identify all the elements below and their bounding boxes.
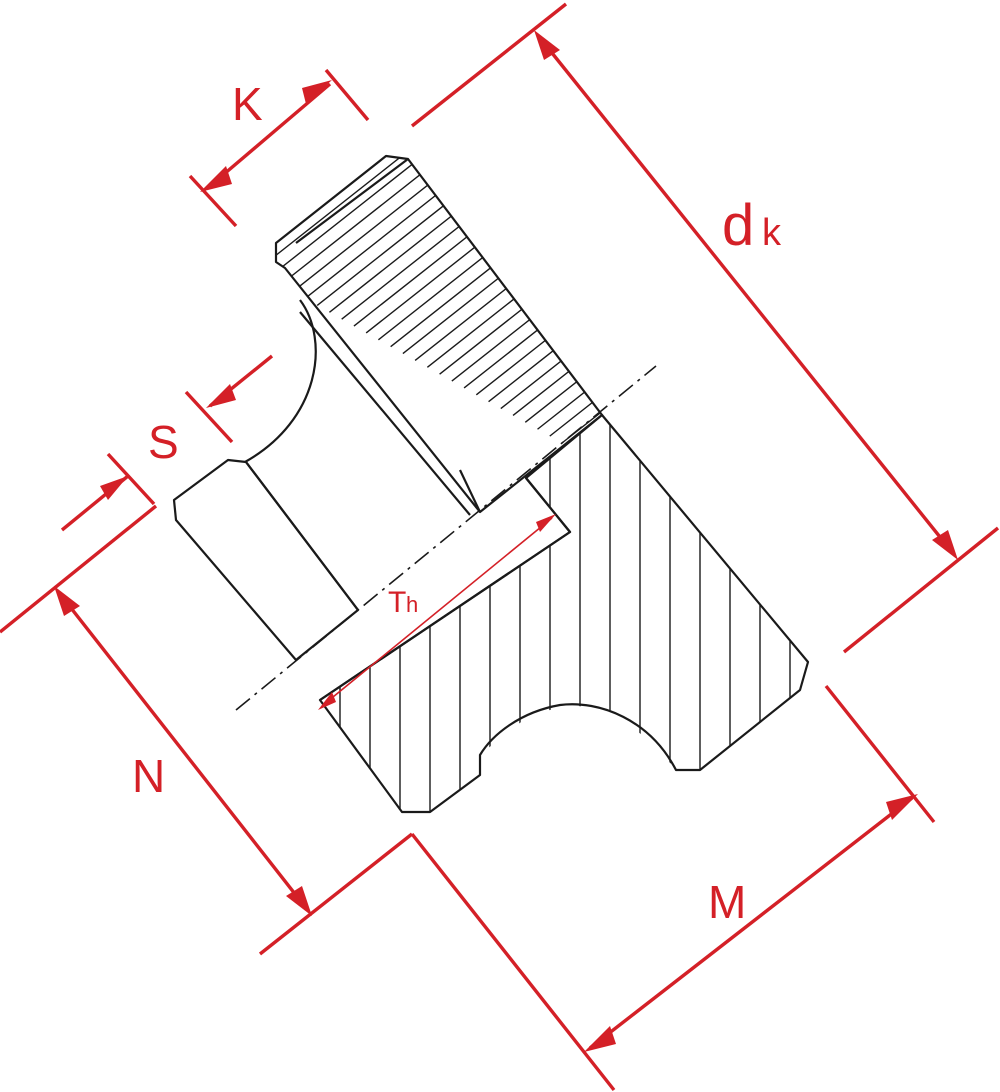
thread-bore-outline [319, 477, 572, 701]
label-n: N [132, 750, 165, 802]
dimension-n [0, 452, 414, 956]
label-th: T [388, 586, 406, 619]
dimension-s [184, 354, 274, 444]
label-dk: d [722, 193, 754, 258]
knurl-line [561, 300, 602, 444]
knurl-line [537, 286, 602, 430]
label-dk-sub: k [762, 212, 782, 254]
knurl-line [524, 279, 602, 423]
dimension-m [410, 684, 936, 1092]
label-th-sub: h [406, 592, 418, 617]
sectioned-body [318, 413, 810, 814]
knurl-line [549, 293, 602, 437]
neck-line-2 [459, 469, 481, 513]
knurl-line [276, 156, 437, 272]
dimension-dk [410, 2, 1000, 654]
neck-line [299, 311, 471, 516]
collar-inner-edge [245, 461, 359, 611]
knurled-head [274, 154, 604, 514]
centre-axis [235, 365, 657, 711]
nut-body [172, 154, 810, 814]
shoulder-arc [244, 299, 317, 463]
label-s: S [148, 416, 179, 468]
knurl-inner-edge [295, 158, 409, 244]
knurl-line [512, 272, 602, 417]
label-k: K [232, 78, 263, 130]
dimension-k [188, 68, 370, 228]
dimension-th [318, 514, 556, 710]
label-m: M [708, 876, 746, 928]
